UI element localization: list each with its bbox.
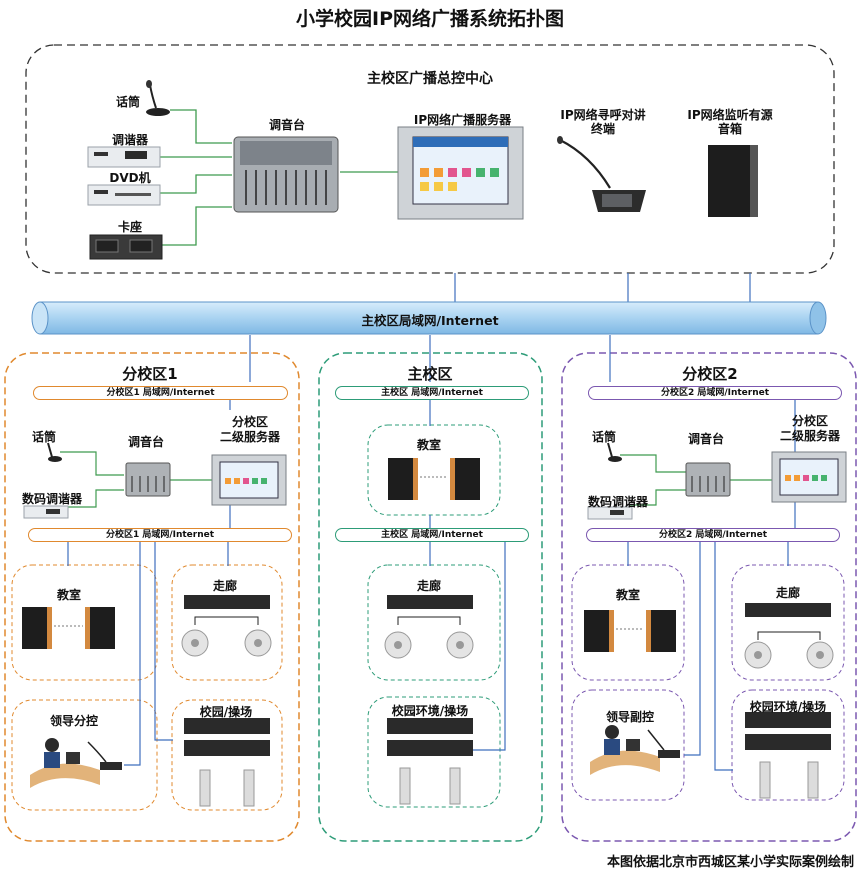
footnote: 本图依据北京市西城区某小学实际案例绘制 <box>606 855 854 870</box>
diagram-title: 小学校园IP网络广播系统拓扑图 <box>296 8 564 30</box>
b1-mic-label: 话筒 <box>31 430 56 444</box>
main-campus-lan-top: 主校区 局域网/Internet <box>335 386 529 400</box>
main-campus-lan-bottom: 主校区 局域网/Internet <box>335 528 529 542</box>
tuner-unit-icon <box>87 146 161 168</box>
monitor-speaker-label: IP网络监听有源音箱 <box>687 108 773 136</box>
backbone-network-pipe <box>31 301 827 335</box>
mc-playground-label: 校园环境/操场 <box>391 704 469 718</box>
b1-server-label: 分校区 二级服务器 <box>219 415 280 444</box>
branch2-frame <box>561 352 857 842</box>
b1-classroom-speakers-icon <box>22 607 115 649</box>
branch1-lan-bottom: 分校区1 局域网/Internet <box>28 528 292 542</box>
branch2-wires <box>620 454 772 506</box>
branch1-wires <box>60 451 212 508</box>
b2-server-icon <box>771 451 847 503</box>
b2-tuner-label: 数码调谐器 <box>587 495 648 509</box>
b2-playground-zone <box>731 689 845 801</box>
mc-playground-zone <box>367 696 501 808</box>
branch1-lan-top: 分校区1 局域网/Internet <box>33 386 288 400</box>
branch1-title: 分校区1 <box>122 365 178 383</box>
mixer-label: 调音台 <box>268 118 305 132</box>
dvd-player-icon <box>87 184 161 206</box>
b1-classroom-label: 教室 <box>56 588 81 602</box>
b1-playground-amplifiers-icon <box>184 718 270 807</box>
cassette-deck-icon <box>89 234 163 260</box>
main-campus-frame <box>318 352 543 842</box>
mic-label: 话筒 <box>115 95 140 109</box>
b2-tuner-icon <box>587 506 633 520</box>
intercom-label: IP网络寻呼对讲终端 <box>560 108 646 136</box>
b2-server-label: 分校区 二级服务器 <box>779 414 840 443</box>
b1-server-icon <box>211 454 287 506</box>
b1-leader-console-icon <box>30 738 122 788</box>
monitor-speaker-icon <box>708 145 758 217</box>
b1-mixer-icon <box>125 462 171 497</box>
dvd-label: DVD机 <box>109 171 151 185</box>
b1-tuner-icon <box>23 505 69 519</box>
mc-playground-amplifiers-icon <box>387 718 473 805</box>
b1-leader-label: 领导分控 <box>49 714 98 728</box>
mixer-console-icon <box>233 136 339 213</box>
branch2-lan-bottom: 分校区2 局域网/Internet <box>586 528 840 542</box>
branch2-lan-wires <box>627 398 796 771</box>
main-campus-wires <box>429 398 506 751</box>
b2-leader-label: 领导副控 <box>605 710 654 724</box>
b1-microphone-icon <box>47 442 62 462</box>
b2-mic-label: 话筒 <box>591 430 616 444</box>
b1-tuner-label: 数码调谐器 <box>21 492 82 506</box>
backbone-label: 主校区局域网/Internet <box>361 313 499 328</box>
tuner-label: 调谐器 <box>111 133 148 147</box>
mc-classroom-speakers-icon <box>388 458 480 500</box>
b1-playground-label: 校园/操场 <box>199 705 253 719</box>
mc-classroom-label: 教室 <box>416 438 441 452</box>
b2-corridor-amplifier-icon <box>744 603 834 669</box>
microphone-icon <box>146 80 170 116</box>
mc-corridor-label: 走廊 <box>416 579 441 593</box>
branch2-lan-top: 分校区2 局域网/Internet <box>588 386 842 400</box>
b1-corridor-amplifier-icon <box>181 595 272 657</box>
backbone-wires <box>249 273 751 382</box>
b1-corridor-zone <box>171 564 283 681</box>
b1-mixer-label: 调音台 <box>127 435 164 449</box>
b2-mixer-icon <box>685 462 731 497</box>
b2-microphone-icon <box>607 442 622 462</box>
main-center-wires <box>160 109 398 246</box>
b2-leader-zone <box>571 689 685 801</box>
mc-corridor-amplifier-icon <box>384 595 474 659</box>
b2-corridor-label: 走廊 <box>775 586 800 600</box>
b2-classroom-label: 教室 <box>615 588 640 602</box>
cassette-label: 卡座 <box>117 220 142 234</box>
intercom-terminal-icon <box>557 136 646 212</box>
b1-corridor-label: 走廊 <box>212 579 237 593</box>
server-label: IP网络广播服务器 <box>413 113 512 127</box>
mc-corridor-zone <box>367 564 501 681</box>
branch1-frame <box>4 352 300 842</box>
branch2-title: 分校区2 <box>682 365 738 383</box>
b2-leader-console-icon <box>590 725 680 775</box>
mc-classroom-zone <box>367 424 501 516</box>
b2-playground-label: 校园环境/操场 <box>749 700 827 714</box>
b1-leader-zone <box>11 699 158 811</box>
b1-playground-zone <box>171 699 283 811</box>
b2-mixer-label: 调音台 <box>687 432 724 446</box>
b2-classroom-speakers-icon <box>584 610 676 652</box>
broadcast-server-icon <box>397 126 524 220</box>
b1-classroom-zone <box>11 564 158 681</box>
main-center-title: 主校区广播总控中心 <box>367 71 493 87</box>
main-campus-title: 主校区 <box>407 365 453 383</box>
b2-playground-amplifiers-icon <box>745 712 831 799</box>
